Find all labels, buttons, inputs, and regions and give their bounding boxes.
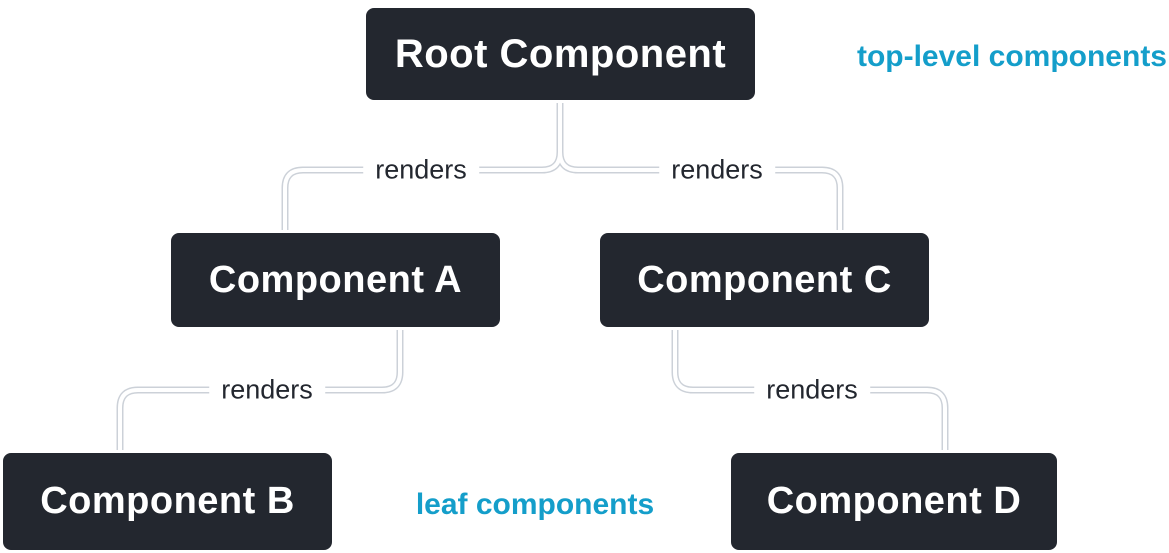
node-component-b-label: Component B: [40, 480, 295, 522]
annotation-top-level-components: top-level components: [856, 40, 1167, 73]
annotation-leaf-components: leaf components: [415, 488, 655, 521]
node-component-d-label: Component D: [766, 480, 1022, 522]
node-component-a: Component A: [168, 230, 503, 330]
node-root-component-label: Root Component: [394, 31, 727, 76]
node-root-component: Root Component: [363, 5, 758, 103]
node-component-a-label: Component A: [208, 258, 463, 301]
edge-label-root-renders-a: renders: [363, 152, 479, 188]
edge-label-c-renders-d: renders: [754, 372, 870, 408]
edge-label-a-renders-b: renders: [209, 372, 325, 408]
node-component-d: Component D: [728, 450, 1060, 553]
node-component-b: Component B: [0, 450, 335, 553]
edge-label-root-renders-c: renders: [659, 152, 775, 188]
node-component-c-label: Component C: [637, 258, 892, 301]
node-component-c: Component C: [597, 230, 932, 330]
